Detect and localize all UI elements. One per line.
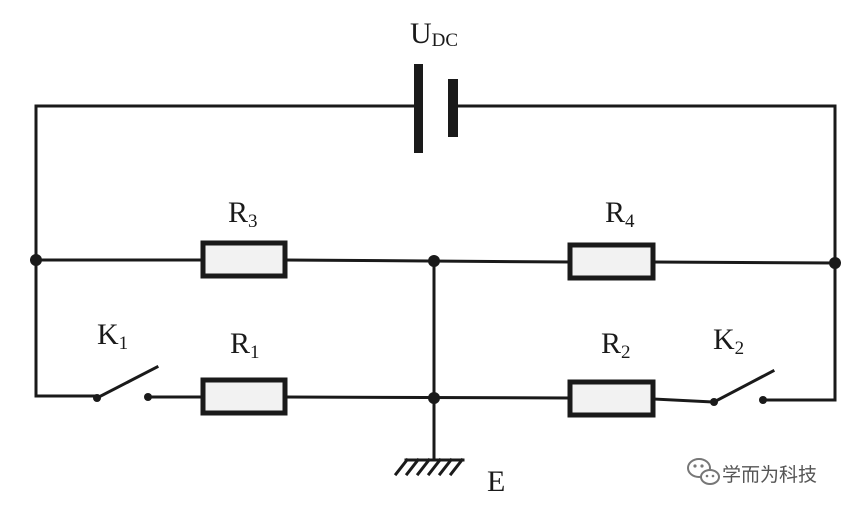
resistor-r1: R1 [200,327,288,416]
wire-r3-r4 [283,258,572,264]
switch-k2-blade [711,368,776,405]
junction-left [30,254,42,266]
resistor-r4-label: R4 [605,196,635,232]
resistor-r2-label: R2 [601,327,631,363]
watermark-text: 学而为科技 [722,464,817,486]
battery-short-plate [448,79,458,137]
resistor-r2-body [567,379,656,418]
resistor-r2: R2 [567,327,656,418]
junction-bottom-middle [428,392,440,404]
battery-long-plate [414,64,423,153]
switch-k1-label: K1 [97,318,128,354]
source-label: UDC [410,17,458,51]
switch-k1: K1 [93,318,160,402]
watermark: 学而为科技 [687,458,817,486]
wire-right [456,104,837,402]
switch-k2-label: K2 [713,323,744,359]
switch-k1-contact [144,393,152,401]
dc-source: UDC [410,17,458,153]
resistor-r3: R3 [200,196,288,279]
ground-hatch [393,457,465,477]
switch-k2: K2 [710,323,776,406]
resistor-r4-body [567,242,656,281]
resistor-r1-body [200,377,288,416]
switch-k2-pivot [710,398,718,406]
junction-top-middle [428,255,440,267]
wire-left [34,104,416,398]
junction-right [829,257,841,269]
wire-r1-r2 [283,395,572,400]
wire-r4-right [651,260,837,265]
switch-k2-contact [759,396,767,404]
junction-nodes [30,254,841,404]
resistor-r4: R4 [567,196,656,281]
wechat-icon [687,458,720,485]
resistor-r3-body [200,240,288,279]
switch-k1-pivot [93,394,101,402]
ground-symbol: E [393,457,505,498]
wire-r2-k2 [651,397,716,404]
wires [34,104,837,462]
resistor-r1-label: R1 [230,327,260,363]
resistor-r3-label: R3 [228,196,258,232]
ground-label: E [487,465,505,498]
switch-k1-blade [94,364,160,401]
